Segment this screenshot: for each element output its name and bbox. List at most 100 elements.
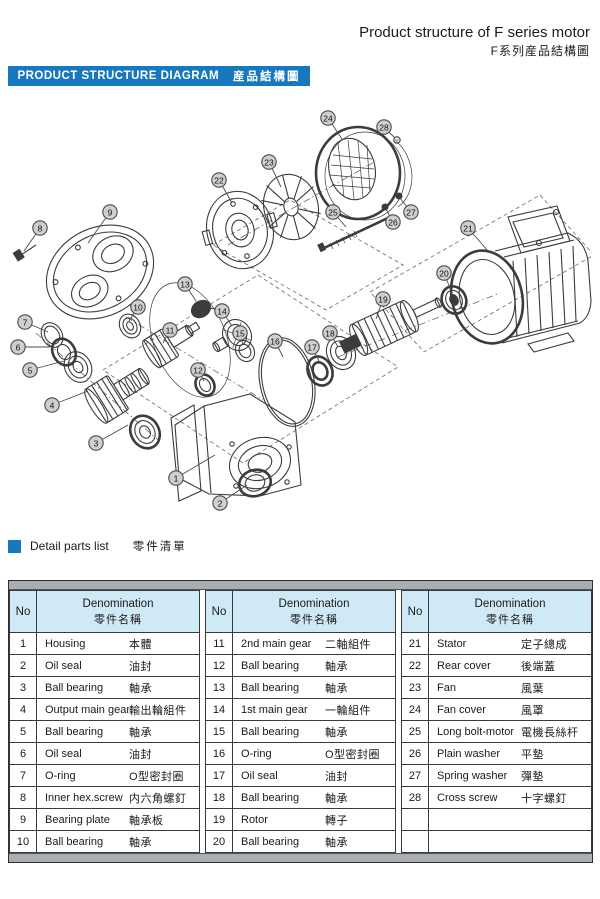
ball-bearing-3 xyxy=(128,414,162,450)
bearing-plate xyxy=(45,224,155,320)
part-name-en: Ball bearing xyxy=(241,835,300,848)
first-main-gear xyxy=(212,318,253,353)
callout-layer: 1234567891011121314151617181920212223242… xyxy=(10,110,489,511)
part-name-en: Ball bearing xyxy=(241,725,300,738)
part-name-zh: 十字螺釘 xyxy=(521,792,567,805)
part-name-zh: O型密封圈 xyxy=(129,770,185,783)
part-name-zh: O型密封圈 xyxy=(325,748,381,761)
part-name-en: Cross screw xyxy=(437,791,498,804)
part-name-zh: 油封 xyxy=(129,748,152,761)
callout-bubble-26 xyxy=(385,214,401,230)
part-name-en: Rotor xyxy=(241,813,268,826)
callout-number: 2 xyxy=(218,499,223,509)
part-number: 1 xyxy=(9,632,37,655)
rotor xyxy=(339,297,443,356)
part-number: 10 xyxy=(9,830,37,853)
banner-text-en: PRODUCT STRUCTURE DIAGRAM xyxy=(17,70,220,82)
part-number: 19 xyxy=(205,808,233,831)
callout-number: 20 xyxy=(439,269,449,279)
fan xyxy=(261,173,321,241)
callout-number: 21 xyxy=(463,224,473,234)
callout-number: 8 xyxy=(38,224,43,234)
part-name-en: O-ring xyxy=(45,769,76,782)
part-number: 15 xyxy=(205,720,233,743)
callout-bubble-8 xyxy=(32,220,48,236)
part-name-zh: 軸承 xyxy=(325,682,348,695)
part-number: 11 xyxy=(205,632,233,655)
col-header-no: No xyxy=(205,590,233,633)
callout-number: 12 xyxy=(193,366,203,376)
inner-hex-screw xyxy=(12,244,37,262)
part-name-en: Plain washer xyxy=(437,747,500,760)
part-number: 9 xyxy=(9,808,37,831)
callout-bubble-27 xyxy=(403,204,419,220)
callout-number: 28 xyxy=(379,123,389,133)
callout-bubble-16 xyxy=(267,333,283,349)
part-name-en: 1st main gear xyxy=(241,703,308,716)
part-number: 17 xyxy=(205,764,233,787)
callout-number: 6 xyxy=(16,343,21,353)
oil-seal-17 xyxy=(306,355,334,387)
part-name-zh: 二軸組件 xyxy=(325,638,371,651)
fan-cover xyxy=(314,125,413,221)
oil-seal-6 xyxy=(50,337,78,367)
part-name-en: O-ring xyxy=(241,747,272,760)
part-denomination: O-ring O型密封圈 xyxy=(232,742,396,765)
part-denomination xyxy=(428,808,592,831)
col-header-no: No xyxy=(401,590,429,633)
ball-bearing-15 xyxy=(234,339,256,363)
part-denomination: Plain washer 平墊 xyxy=(428,742,592,765)
banner-text-zh: 産品結構圖 xyxy=(233,71,301,83)
callout-number: 5 xyxy=(28,366,33,376)
callout-bubble-3 xyxy=(88,435,104,451)
part-name-en: 2nd main gear xyxy=(241,637,312,650)
callout-bubble-20 xyxy=(436,265,452,281)
part-number: 18 xyxy=(205,786,233,809)
part-number: 16 xyxy=(205,742,233,765)
callout-number: 22 xyxy=(214,176,224,186)
part-number xyxy=(401,808,429,831)
part-name-en: Inner hex.screw xyxy=(45,791,123,804)
part-name-en: Ball bearing xyxy=(45,725,104,738)
part-number: 2 xyxy=(9,654,37,677)
table-row: 11 2nd main gear 二軸組件 xyxy=(205,632,396,655)
part-name-zh: 本體 xyxy=(129,638,152,651)
part-number: 22 xyxy=(401,654,429,677)
part-number: 12 xyxy=(205,654,233,677)
page-title: Product structure of F series motor xyxy=(359,24,590,41)
callout-number: 7 xyxy=(23,318,28,328)
col-header-no: No xyxy=(9,590,37,633)
part-number: 14 xyxy=(205,698,233,721)
callout-bubble-21 xyxy=(460,220,476,236)
part-name-zh: 内六角螺釘 xyxy=(129,792,187,805)
part-name-zh: 軸承板 xyxy=(129,814,164,827)
part-name-en: Rear cover xyxy=(437,659,491,672)
part-number: 5 xyxy=(9,720,37,743)
page-title-chinese: F系列産品結構圖 xyxy=(490,44,590,58)
callout-bubble-9 xyxy=(102,204,118,220)
part-name-zh: 轉子 xyxy=(325,814,348,827)
callout-bubble-5 xyxy=(22,362,38,378)
part-name-en: Housing xyxy=(45,637,86,650)
part-name-zh: 平墊 xyxy=(521,748,544,761)
